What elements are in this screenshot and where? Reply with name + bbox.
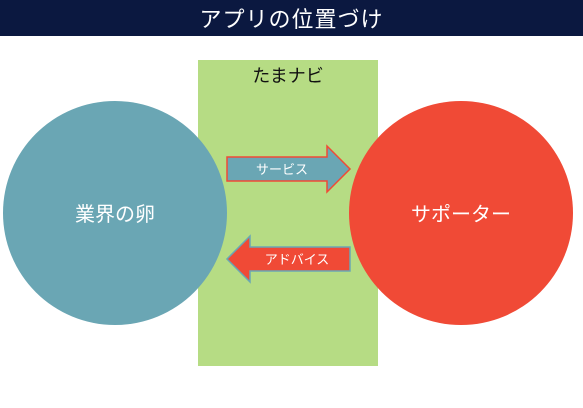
service-arrow <box>226 144 352 194</box>
supporter-label: サポーター <box>411 202 511 226</box>
page-title: アプリの位置づけ <box>199 8 384 33</box>
advice-arrow <box>225 234 351 284</box>
platform-box <box>198 60 378 366</box>
advice-arrow-label: アドバイス <box>265 253 330 268</box>
title-bar: アプリの位置づけ <box>0 0 583 36</box>
service-arrow-label: サービス <box>256 163 308 178</box>
platform-label: たまナビ <box>252 66 323 87</box>
industry-egg-circle <box>3 101 227 325</box>
supporter-circle <box>349 101 573 325</box>
industry-egg-label: 業界の卵 <box>75 202 155 226</box>
